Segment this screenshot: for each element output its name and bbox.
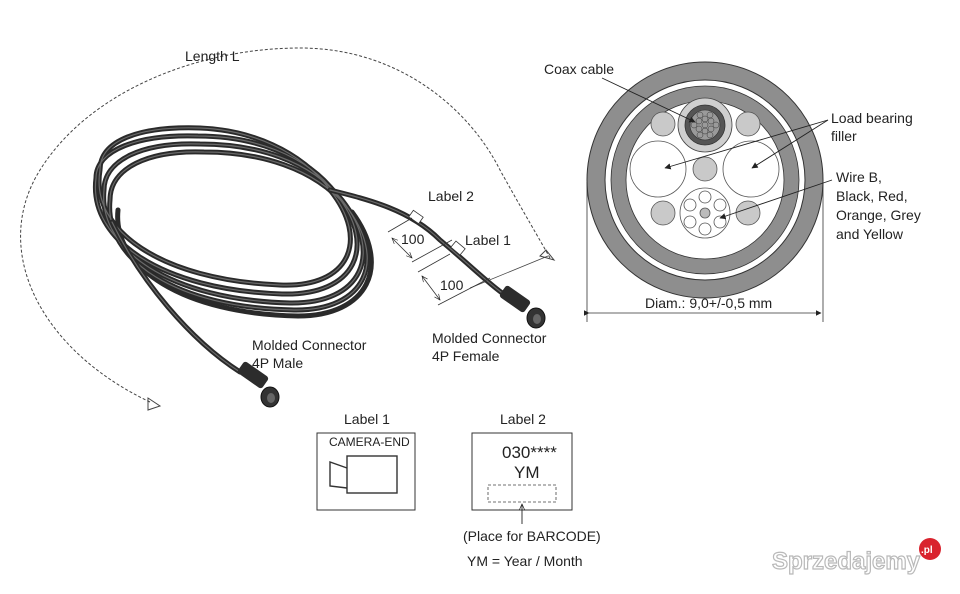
barcode-placeholder (487, 484, 557, 503)
length-label: Length L (185, 48, 240, 64)
load-bearing-leader-left (664, 119, 829, 170)
label1-box-title: Label 1 (344, 411, 390, 427)
load-bearing-label-line2: filler (831, 128, 857, 144)
wire-bundle (679, 187, 731, 239)
label1-box-text: CAMERA-END (329, 435, 410, 449)
length-arrow-end (147, 397, 162, 411)
label2-cable-text: Label 2 (428, 188, 474, 204)
load-bearing-filler-right (722, 140, 780, 198)
load-bearing-label-line1: Load bearing (831, 110, 913, 126)
cable-cross-section (586, 61, 824, 299)
diameter-dimension (583, 182, 824, 322)
watermark-badge (919, 538, 941, 560)
wire-label-line3: Orange, Grey (836, 207, 921, 223)
barcode-note: (Place for BARCODE) (463, 528, 601, 544)
length-dimension-arc (20, 47, 551, 403)
label2-box (471, 432, 573, 511)
female-connector-caption-line1: Molded Connector (432, 330, 547, 346)
label2-box-title: Label 2 (500, 411, 546, 427)
male-connector-caption-line2: 4P Male (252, 355, 303, 371)
coax-cable-core (677, 97, 733, 153)
female-connector (499, 285, 546, 329)
load-bearing-leader-right (751, 119, 829, 169)
label2-box-code: 030**** (502, 443, 557, 462)
wire-label-line1: Wire B, (836, 169, 882, 185)
label1-box (316, 432, 416, 511)
male-connector-caption-line1: Molded Connector (252, 337, 367, 353)
dimension-100-lower (417, 253, 491, 306)
dimension-100-upper (387, 217, 453, 263)
wire-label-line4: and Yellow (836, 226, 904, 242)
load-bearing-filler-left (629, 140, 687, 198)
label1-cable-text: Label 1 (465, 232, 511, 248)
wire-label-line2: Black, Red, (836, 188, 908, 204)
dimension-100-upper-label: 100 (401, 231, 425, 247)
length-extension-line (469, 255, 549, 289)
male-connector (237, 361, 280, 408)
label1-sleeve (450, 240, 466, 256)
female-connector-caption-line2: 4P Female (432, 348, 500, 364)
cable-coil (92, 125, 508, 375)
camera-icon (329, 455, 398, 494)
length-arrow-start (539, 249, 556, 261)
coax-cable-label: Coax cable (544, 61, 614, 77)
label2-sleeve (408, 209, 424, 225)
diameter-label: Diam.: 9,0+/-0,5 mm (645, 295, 772, 311)
dimension-100-lower-label: 100 (440, 277, 464, 293)
wire-leader (719, 179, 833, 220)
watermark-text: Sprzedajemy (772, 548, 921, 575)
label2-box-ym: YM (514, 463, 540, 482)
coax-cable-leader (601, 77, 696, 123)
ym-note: YM = Year / Month (467, 553, 583, 569)
watermark-badge-text: .pl (921, 545, 933, 556)
